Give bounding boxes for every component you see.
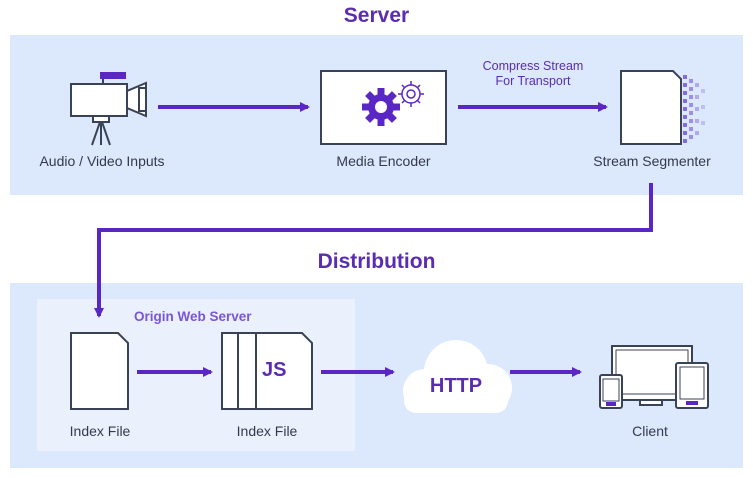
index-file-label-2: Index File	[236, 423, 298, 439]
cloud-icon	[403, 340, 512, 413]
client-label: Client	[632, 423, 668, 439]
js-text: JS	[262, 359, 287, 381]
distribution-title: Distribution	[317, 250, 436, 273]
js-file-icon	[221, 332, 313, 410]
video-camera-icon	[70, 72, 147, 146]
arrow-segmenter-to-origin	[94, 183, 653, 318]
gear-icon	[362, 88, 400, 126]
origin-web-server-title: Origin Web Server	[134, 309, 252, 324]
encoder-label: Media Encoder	[336, 153, 431, 169]
index-file-label-1: Index File	[69, 423, 131, 439]
media-encoder-icon	[320, 70, 447, 145]
segment-dots-icon	[683, 75, 705, 143]
compress-note: Compress Stream For Transport	[458, 59, 608, 89]
document-icon	[70, 332, 129, 410]
inputs-label: Audio / Video Inputs	[39, 153, 165, 169]
devices-icon	[599, 345, 709, 409]
small-gear-icon	[398, 81, 424, 107]
stream-segmenter-icon	[620, 70, 705, 145]
compress-note-line1: Compress Stream	[482, 59, 584, 73]
compress-note-line2: For Transport	[495, 74, 571, 88]
http-text: HTTP	[429, 375, 483, 397]
server-title: Server	[343, 4, 410, 27]
segmenter-label: Stream Segmenter	[593, 153, 711, 169]
